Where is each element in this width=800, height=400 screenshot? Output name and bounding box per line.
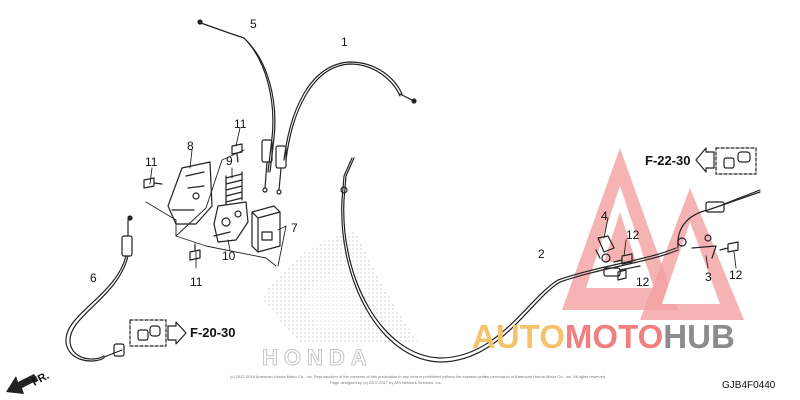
copyright-line-1: (c) 2012-2016 American Honda Motor Co., … — [230, 374, 607, 379]
bracket-8 — [167, 161, 213, 225]
callout-12-b: 12 — [729, 268, 743, 282]
bolt-11-b — [143, 177, 163, 189]
lever-10 — [213, 201, 249, 243]
ref-label-f2030[interactable]: F-20-30 — [190, 325, 236, 340]
callout-8: 8 — [187, 139, 194, 153]
callout-4: 4 — [601, 209, 608, 223]
switch-box-7 — [251, 205, 281, 253]
svg-text:HONDA: HONDA — [262, 345, 373, 370]
callout-2: 2 — [538, 247, 545, 261]
callout-1: 1 — [341, 35, 348, 49]
clamp-4 — [595, 235, 615, 263]
callout-11-c: 11 — [190, 275, 203, 289]
callout-7: 7 — [291, 221, 298, 235]
ref-label-f2230[interactable]: F-22-30 — [645, 153, 691, 168]
spring-9 — [225, 171, 243, 205]
cable-6 — [65, 215, 133, 362]
callout-9: 9 — [226, 154, 233, 168]
cable-3 — [677, 189, 761, 259]
bolt-12-c — [617, 269, 627, 281]
triangle-logo — [562, 148, 744, 320]
callout-6: 6 — [90, 271, 97, 285]
callout-3: 3 — [705, 270, 712, 284]
callout-5: 5 — [250, 17, 257, 31]
callout-12-c: 12 — [636, 275, 650, 289]
ref-box-f2030 — [129, 319, 187, 347]
diagram-code: GJB4F0440 — [722, 380, 776, 391]
callout-12-a: 12 — [626, 228, 640, 242]
copyright-line-2: Page designed by (c) 2007-2017 by ARI Ne… — [330, 380, 442, 385]
leader-lines — [145, 127, 737, 269]
watermark-part-b: MOTO — [564, 318, 664, 355]
callout-11-a: 11 — [234, 117, 247, 131]
cable-5 — [197, 19, 276, 193]
bolt-11-c — [189, 243, 201, 261]
bolt-12-a — [613, 253, 633, 265]
callout-11-b: 11 — [145, 155, 158, 169]
watermark-part-c: HUB — [663, 318, 735, 355]
cable-2 — [340, 157, 679, 363]
bolt-11-a — [231, 143, 243, 163]
watermark-part-a: AUTO — [472, 318, 565, 355]
callout-10: 10 — [222, 249, 236, 263]
honda-wing-logo: HONDA — [262, 232, 418, 371]
bolt-12-b — [719, 241, 739, 253]
watermark-text: AUTOMOTOHUB — [472, 320, 735, 354]
cable-1 — [275, 61, 417, 195]
arrow-down-left-icon — [6, 374, 38, 394]
ref-box-f2230 — [695, 147, 757, 175]
